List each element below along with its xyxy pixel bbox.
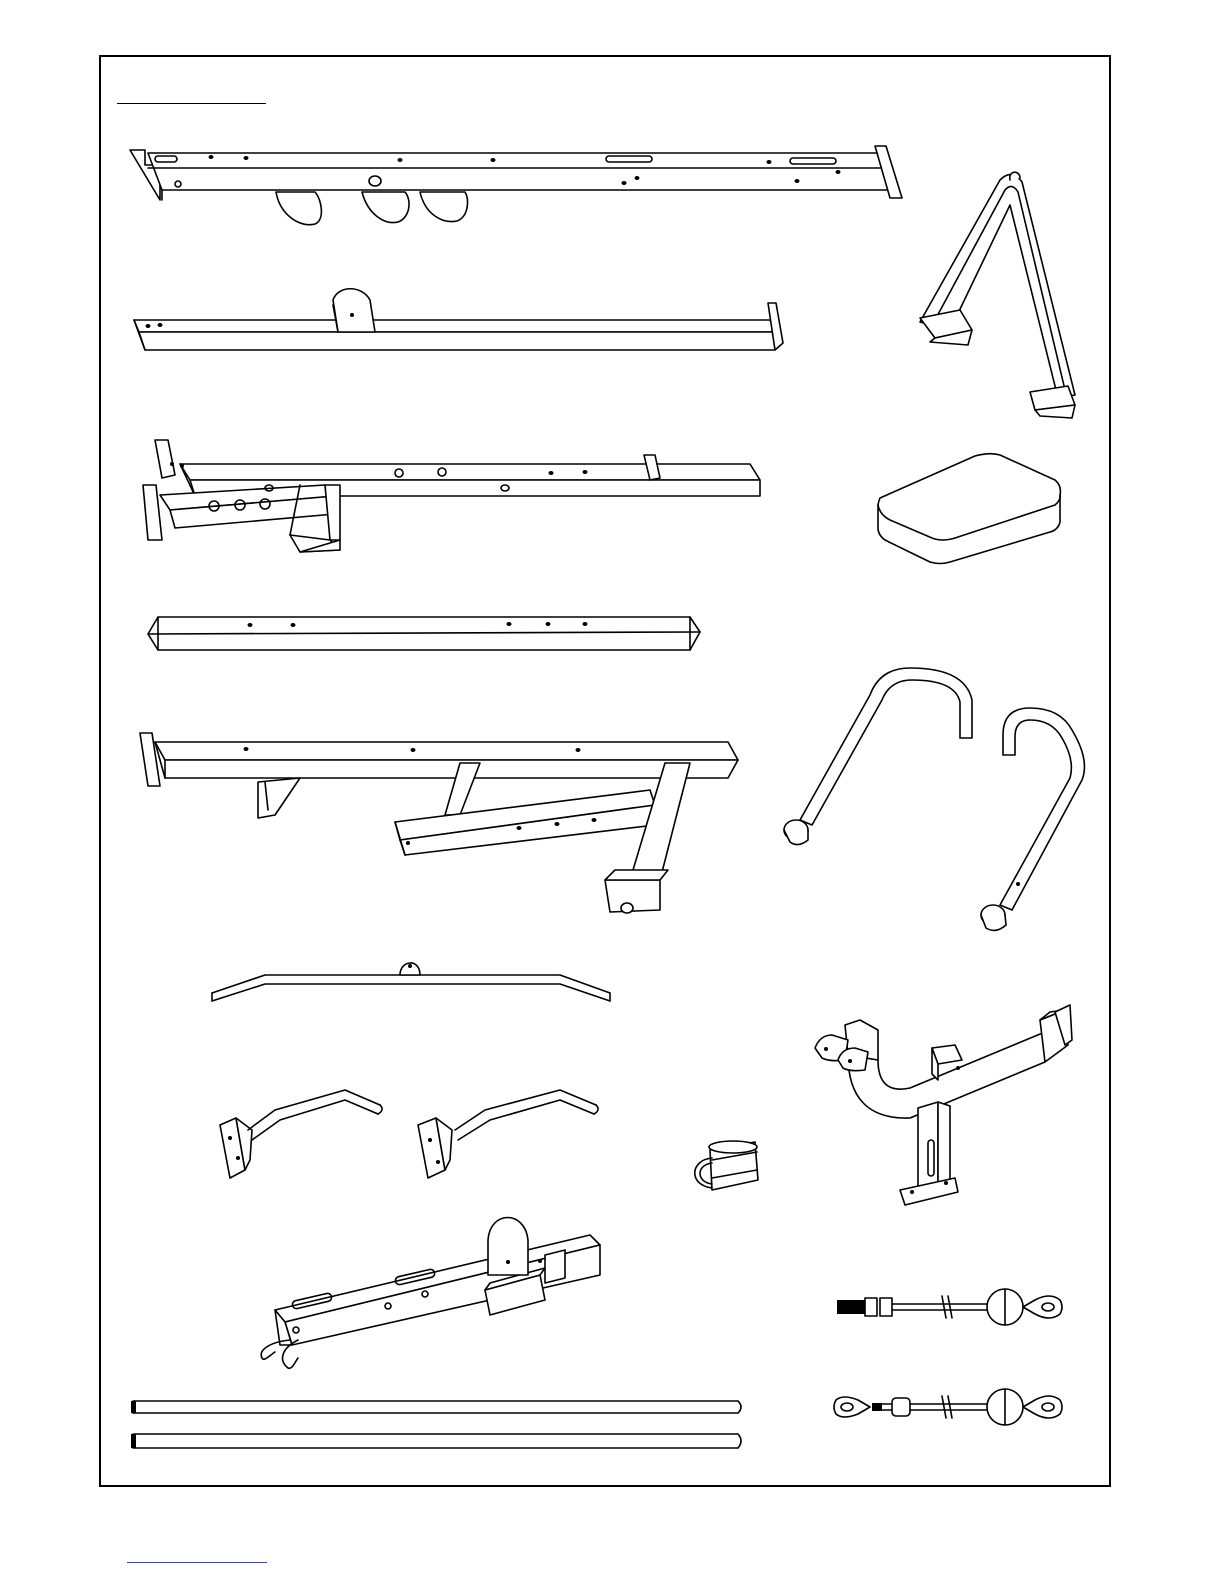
pulley-carriage-beam — [261, 1218, 600, 1369]
plain-square-tube — [148, 617, 700, 650]
right-press-arm — [418, 1090, 598, 1178]
footer-link[interactable] — [127, 1549, 267, 1563]
seat-frame-with-leg — [140, 733, 738, 913]
left-press-arm — [220, 1090, 382, 1178]
triangle-row-handle — [920, 172, 1075, 418]
guide-rod-pair — [131, 1401, 741, 1448]
seat-pad — [878, 454, 1060, 564]
threaded-cable — [837, 1289, 1062, 1325]
top-beam-with-pulleys — [130, 146, 902, 225]
main-base-frame — [143, 440, 760, 552]
right-leg-lever — [981, 708, 1084, 930]
eyelet-cable — [834, 1389, 1062, 1425]
lat-pulldown-bar — [212, 963, 610, 1001]
left-leg-lever — [784, 668, 972, 845]
upper-pulley-beam — [134, 289, 783, 350]
ankle-strap — [695, 1141, 758, 1190]
preacher-support-frame — [815, 1005, 1072, 1205]
